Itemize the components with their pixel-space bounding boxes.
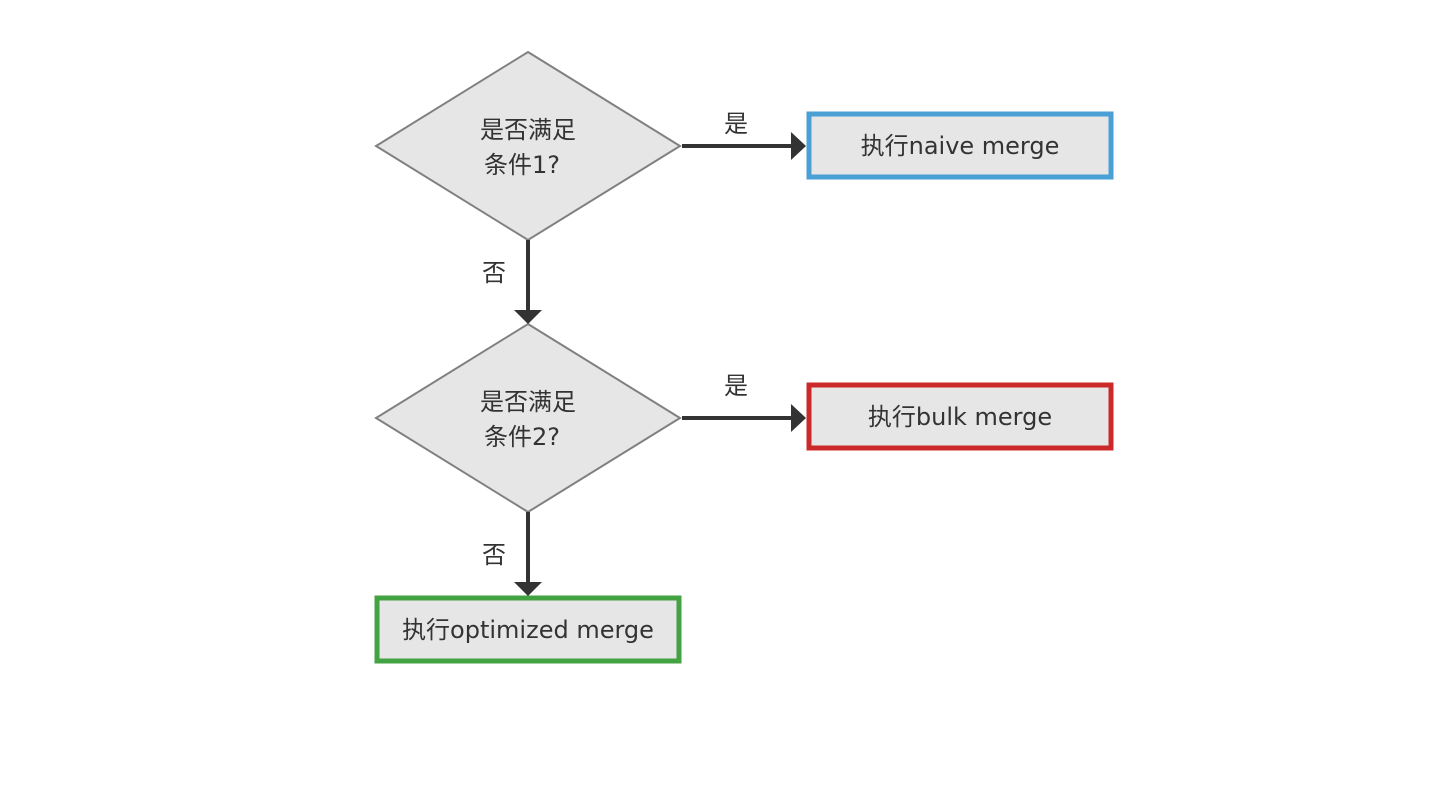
decision-1-line2: 条件1? — [484, 151, 560, 179]
action-label-bulk-merge: 执行bulk merge — [868, 403, 1052, 431]
decision-2-line2: 条件2? — [484, 423, 560, 451]
action-box-bulk-merge — [806, 382, 1114, 451]
decision-diamond-1 — [374, 50, 682, 242]
arrowhead-down-icon — [514, 310, 542, 324]
edge-label-yes-1: 是 — [724, 110, 748, 138]
decision-diamond-2 — [374, 322, 682, 514]
decision-2-line1: 是否满足 — [480, 388, 576, 416]
decision-node-1: 是否满足 条件1? — [374, 50, 682, 242]
arrowhead-right-icon — [791, 132, 806, 160]
decision-1-line1: 是否满足 — [480, 116, 576, 144]
edge-label-no-2: 否 — [482, 541, 506, 569]
arrowhead-right-icon — [791, 404, 806, 432]
action-box-naive-merge — [806, 111, 1114, 180]
edge-decision1-yes: 是 — [682, 110, 806, 160]
action-box-optimized-merge — [374, 595, 682, 664]
action-node-naive-merge: 执行naive merge — [806, 111, 1114, 180]
action-label-naive-merge: 执行naive merge — [861, 132, 1060, 160]
action-label-optimized-merge: 执行optimized merge — [402, 616, 654, 644]
edge-label-no-1: 否 — [482, 259, 506, 287]
edge-decision1-no: 否 — [482, 240, 542, 324]
arrowhead-down-icon — [514, 582, 542, 596]
action-node-optimized-merge: 执行optimized merge — [374, 595, 682, 664]
edge-label-yes-2: 是 — [724, 372, 748, 400]
decision-node-2: 是否满足 条件2? — [374, 322, 682, 514]
edge-decision2-no: 否 — [482, 512, 542, 596]
edge-decision2-yes: 是 — [682, 372, 806, 432]
action-node-bulk-merge: 执行bulk merge — [806, 382, 1114, 451]
